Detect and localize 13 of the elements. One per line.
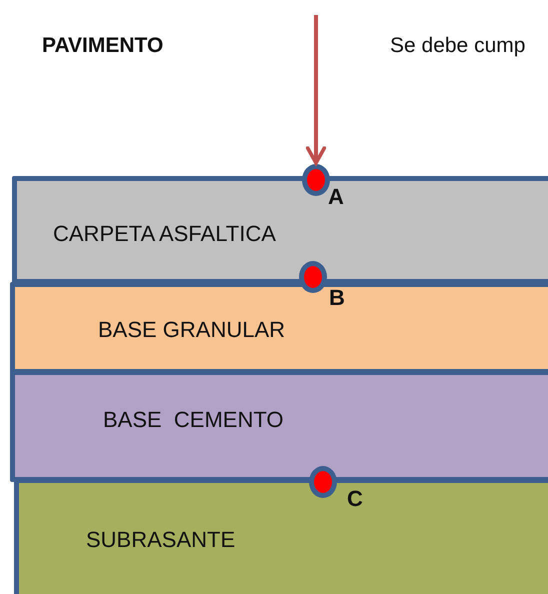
layer-name: BASE CEMENTO: [103, 407, 284, 433]
arrow: [306, 15, 326, 165]
heading: PAVIMENTO: [42, 34, 164, 58]
layer-name: BASE GRANULAR: [98, 317, 286, 343]
point-label: C: [347, 486, 363, 512]
pavement-layer: [10, 370, 548, 482]
measurement-point: [302, 164, 330, 196]
point-label: A: [328, 184, 344, 210]
note-text: Se debe cump: [390, 34, 526, 58]
pavement-layer: [12, 176, 548, 284]
layer-name: CARPETA ASFALTICA: [53, 221, 276, 247]
layer-name: SUBRASANTE: [86, 527, 236, 553]
point-label: B: [329, 285, 345, 311]
